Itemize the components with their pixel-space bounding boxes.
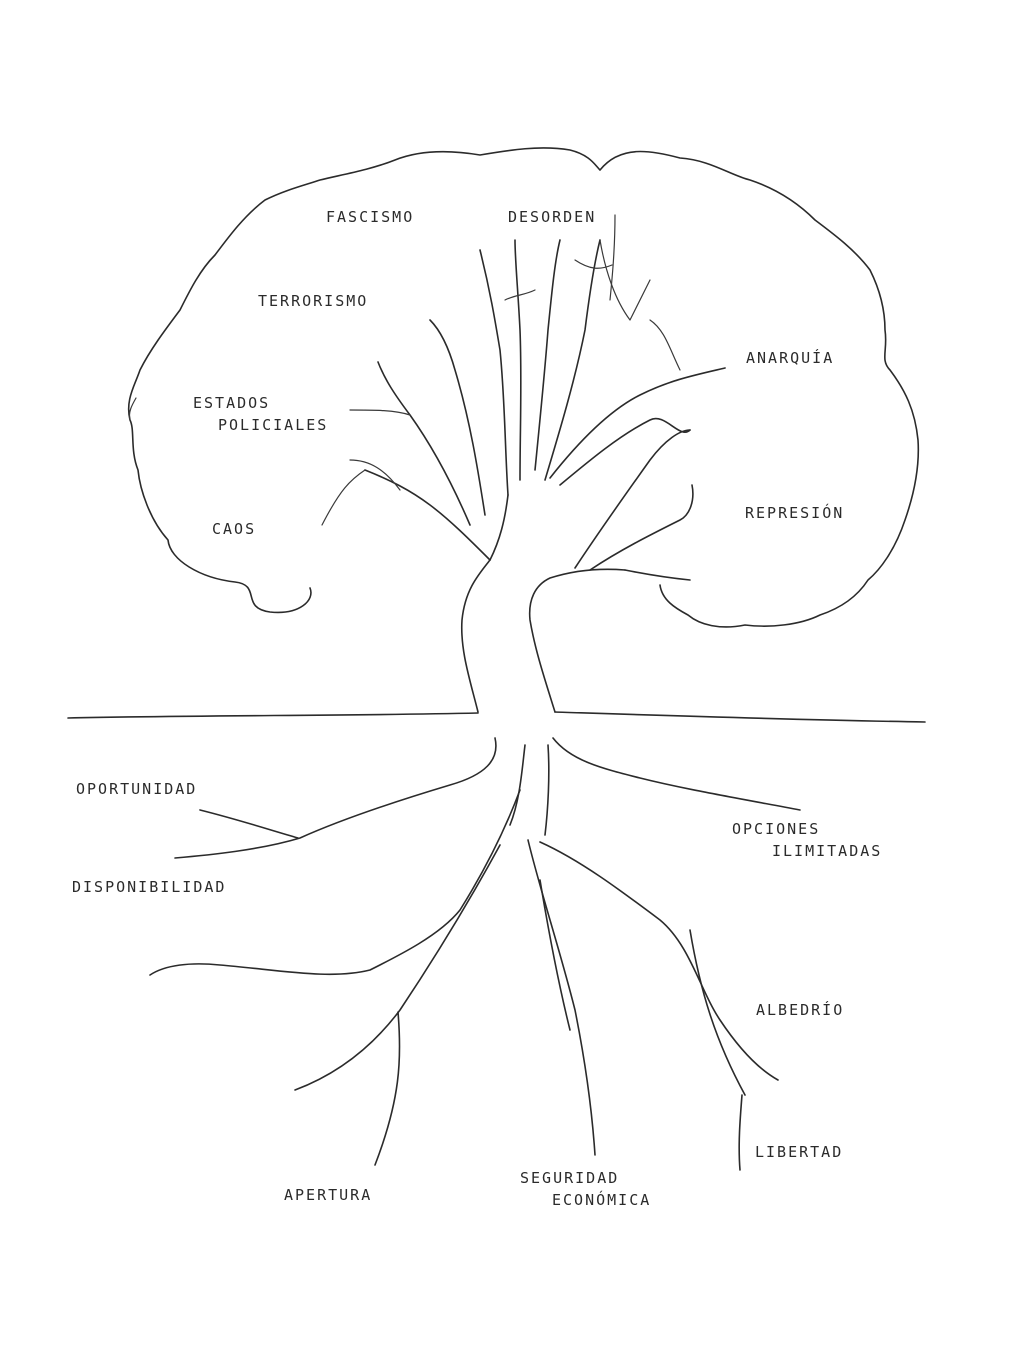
root-libertad xyxy=(689,929,746,1096)
root-left-lower xyxy=(149,789,521,976)
trunk-left xyxy=(460,494,509,713)
label-opciones-line2: ILIMITADAS xyxy=(772,842,883,860)
twig-7 xyxy=(504,289,536,301)
twig-2 xyxy=(349,459,401,491)
label-estados-line2: POLICIALES xyxy=(218,416,329,434)
branch-left-2 xyxy=(377,361,471,526)
label-seguridad-line2: ECONÓMICA xyxy=(552,1191,652,1209)
label-seguridad-economica: SEGURIDAD ECONÓMICA xyxy=(520,1167,651,1211)
label-fascismo: FASCISMO xyxy=(326,208,415,226)
branch-right-4 xyxy=(589,484,694,571)
branch-left-1 xyxy=(364,469,491,561)
twig-4 xyxy=(599,239,651,321)
root-apertura-2 xyxy=(374,1011,401,1166)
label-desorden: DESORDEN xyxy=(508,208,597,226)
ground-line xyxy=(67,712,479,719)
branch-center-2 xyxy=(514,239,522,481)
label-apertura: APERTURA xyxy=(284,1186,373,1204)
root-trunk-left xyxy=(509,744,526,826)
canopy-gap-left xyxy=(128,397,137,421)
branch-center-4 xyxy=(544,239,601,481)
label-estados-line1: ESTADOS xyxy=(193,394,271,412)
label-libertad: LIBERTAD xyxy=(755,1143,844,1161)
branch-right-3 xyxy=(574,429,691,569)
root-libertad-stem xyxy=(738,1094,743,1171)
root-apertura-1 xyxy=(294,844,501,1091)
label-oportunidad: OPORTUNIDAD xyxy=(76,780,198,798)
twig-3 xyxy=(349,409,411,416)
label-opciones-line1: OPCIONES xyxy=(732,820,821,838)
twig-5 xyxy=(609,214,616,301)
root-left-oportunidad xyxy=(199,809,299,839)
label-anarquia: ANARQUÍA xyxy=(746,349,835,367)
root-seguridad xyxy=(527,839,596,1156)
root-trunk-right xyxy=(544,744,550,836)
label-estados-policiales: ESTADOS POLICIALES xyxy=(193,392,328,436)
branch-right-2 xyxy=(559,417,691,486)
label-seguridad-line1: SEGURIDAD xyxy=(520,1169,620,1187)
root-left-upper xyxy=(174,737,497,859)
root-right-upper xyxy=(552,737,801,811)
label-disponibilidad: DISPONIBILIDAD xyxy=(72,878,227,896)
label-opciones-ilimitadas: OPCIONES ILIMITADAS xyxy=(732,818,882,862)
twig-1 xyxy=(321,469,366,526)
label-represion: REPRESIÓN xyxy=(745,504,845,522)
branch-center-3 xyxy=(534,239,561,471)
twig-8 xyxy=(649,319,681,371)
label-terrorismo: TERRORISMO xyxy=(258,292,369,310)
trunk-right xyxy=(528,568,626,713)
root-seguridad-2 xyxy=(539,879,571,1031)
canopy-outline xyxy=(127,147,920,628)
twig-6 xyxy=(574,259,613,269)
branch-left-3 xyxy=(429,319,486,516)
label-albedrio: ALBEDRÍO xyxy=(756,1001,845,1019)
root-right-lower xyxy=(539,841,779,1081)
label-caos: CAOS xyxy=(212,520,257,538)
ground-line-right xyxy=(554,711,926,723)
branch-center-1 xyxy=(479,249,509,496)
branch-right-5 xyxy=(624,569,691,581)
branch-right-1 xyxy=(549,367,726,479)
